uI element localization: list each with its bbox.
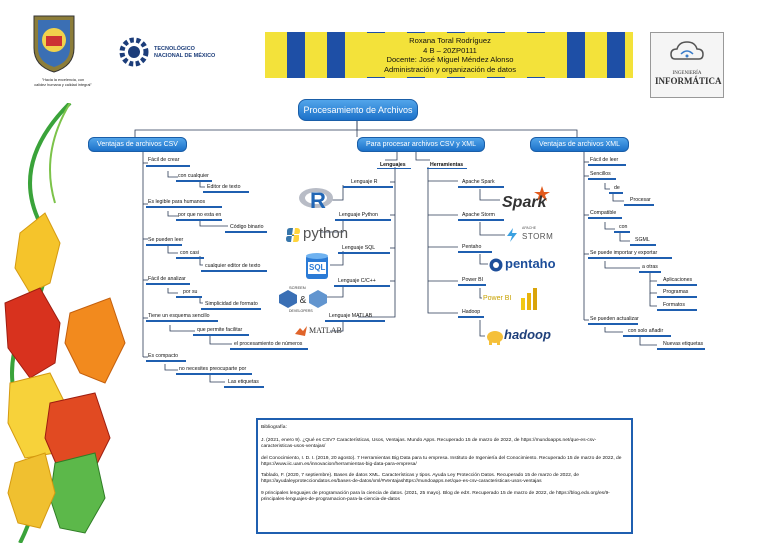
xml-item: Programas [663,289,689,295]
bibliography-box: Bibliografía: J. (2021, enero 9). ¿Qué e… [256,418,633,534]
lightning-icon [507,228,517,242]
sql-logo: SQL [305,252,329,282]
green-leaf [49,452,106,534]
csv-item: Fácil de crear [148,157,180,163]
c-cpp-logo: SCREEN & DEVELOPERS [279,285,327,313]
xml-item: a otras [642,264,658,270]
bar-chart-icon [521,288,537,310]
csv-item: con casi [180,250,200,256]
xml-item: Formatos [663,302,685,308]
tool-item: Power BI [462,277,484,283]
xml-item: con [619,224,628,230]
branch-csv-advantages: Ventajas de archivos CSV [88,137,187,152]
branch-process-csv-xml: Para procesar archivos CSV y XML [357,137,485,152]
csv-item: Es compacto [148,353,178,359]
orange-leaf [64,297,126,384]
csv-item: Editor de texto [207,184,241,190]
python-logo: python [285,225,348,245]
red-leaf [4,287,61,379]
elephant-icon [487,331,503,345]
yellow-leaf [14,212,61,294]
bibliography-entry: J. (2021, enero 9). ¿Qué es CSV? Caracte… [261,438,597,449]
storm-logo: APACHE STORM [505,226,559,244]
language-item: Lenguaje SQL [342,245,376,251]
xml-item: de [614,185,620,191]
pentaho-logo: pentaho [489,256,556,274]
course-name: Administración y organización de datos [383,64,517,74]
xml-item: Aplicaciones [663,277,693,283]
branch-xml-advantages: Ventajas de archivos XML [530,137,629,152]
xml-item: Procesar [630,197,651,203]
bibliography-entry: del Conocimiento, I. D. I. (2019, 20 ago… [261,455,622,467]
language-item: Lenguaje C/C++ [338,278,376,284]
tools-header: Herramientas [430,162,464,168]
hadoop-logo: hadoop [486,327,560,347]
language-item: Lenguaje Python [339,212,378,218]
languages-header: Lenguajes [380,162,406,168]
student-id: 4 B – 20ZP0111 [423,45,477,55]
csv-item: Simplicidad de formato [205,301,258,307]
connector-lines [134,120,657,383]
powerbi-logo: Power BI [483,288,539,310]
csv-item: el procesamiento de números [234,341,303,347]
xml-item: Sencillos [590,171,611,177]
xml-item: Nuevas etiquetas [663,341,704,347]
csv-item: con cualquier [178,173,209,179]
csv-item: Fácil de analizar [148,276,186,282]
bibliography-entry: 9 principales lenguajes de programación … [261,490,610,502]
svg-text:&: & [300,295,307,306]
matlab-logo: MATLAB [295,325,343,337]
csv-item: cualquier editor de texto [205,263,261,269]
spark-logo: Spark [500,186,554,212]
csv-item: por su [183,289,198,295]
star-icon [534,186,550,201]
wifi-cloud-icon [670,41,704,60]
yellow-leaf [7,452,56,529]
student-name: Roxana Toral Rodríguez [409,36,491,45]
language-item: Lenguaje MATLAB [329,313,373,319]
teacher-name: Docente: José Miguel Méndez Alonso [386,55,514,64]
tool-item: Apache Spark [462,179,495,185]
csv-item: Tiene un esquema sencillo [148,313,210,319]
xml-item: SGML [635,237,650,243]
csv-item: no necesites preocuparte por [179,366,247,372]
csv-item: Código binario [230,224,264,230]
xml-item: Se puede importar y exportar [590,250,658,256]
school-logo [26,12,82,74]
gear-icon [119,37,149,67]
bibliography-entry: Tablado, F. (2020, 7 septiembre). Bases … [261,473,579,484]
root-node: Procesamiento de Archivos [298,99,418,121]
tecnm-logo: TECNOLÓGICO NACIONAL DE MÉXICO [118,36,228,70]
school-motto: "Hacia la excelencia, con calidez humana… [34,78,92,87]
r-logo: R [298,186,334,214]
tool-item: Pentaho [462,244,482,250]
xml-item: con solo añadir [628,328,664,334]
xml-item: Compatible [590,210,617,216]
csv-item: Es legible para humanos [148,199,206,205]
csv-item: Se pueden leer [148,237,184,243]
csv-item: Las etiquetas [228,379,259,385]
xml-item: Se pueden actualizar [590,316,639,322]
header-title-box: Roxana Toral Rodríguez 4 B – 20ZP0111 Do… [352,33,548,77]
tool-item: Apache Storm [462,212,495,218]
language-item: Lenguaje R [351,179,378,185]
autumn-leaves-decoration [4,103,126,543]
xml-item: Fácil de leer [590,157,619,163]
csv-item: que permite facilitar [197,327,243,333]
tool-item: Hadoop [462,309,481,315]
bibliography-title: Bibliografía: [261,425,287,430]
csv-item: por que no esta en [178,212,222,218]
ingenieria-logo: INGENIERÍA INFORMÁTICA [650,32,724,98]
